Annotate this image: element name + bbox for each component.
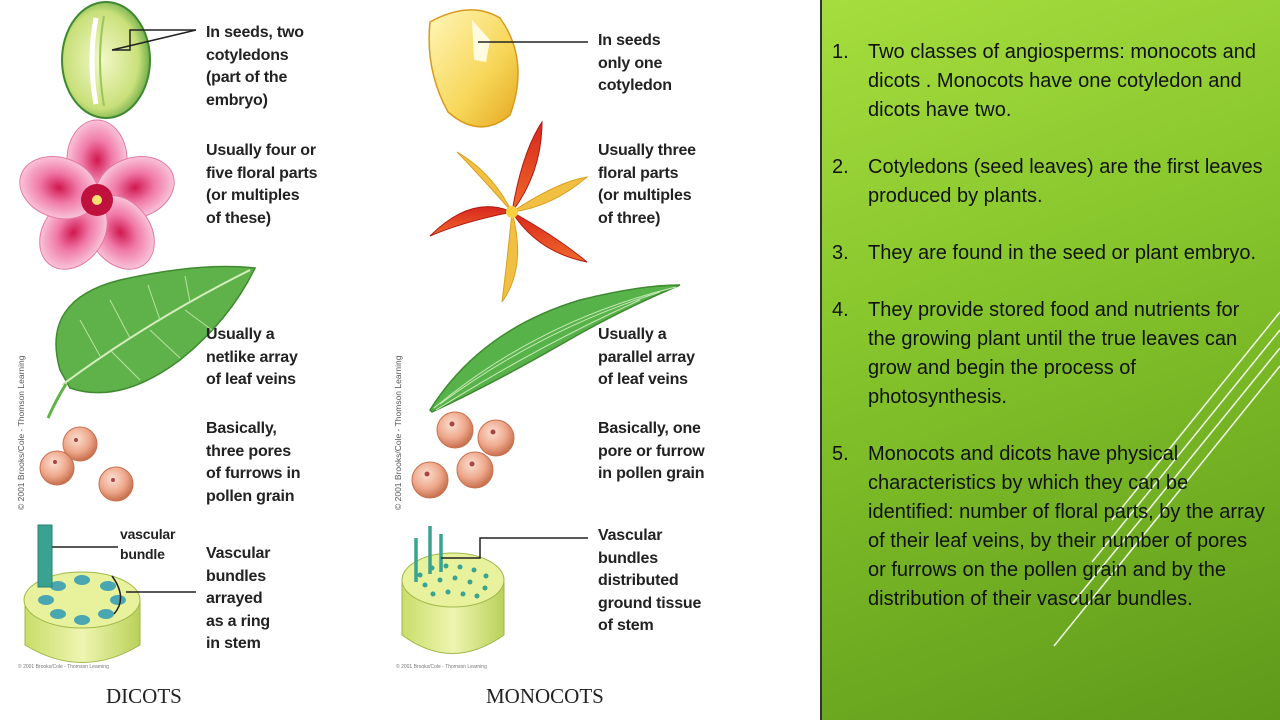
monocot-seed-illustration xyxy=(428,9,588,128)
panel-divider xyxy=(820,0,822,720)
monocot-copyright: © 2001 Brooks/Cole - Thomson Learning xyxy=(393,355,403,510)
decorative-diagonal-lines xyxy=(1053,311,1280,647)
dicot-leaf-label: Usually a netlike array of leaf veins xyxy=(206,326,298,388)
dicot-flower-illustration xyxy=(19,119,175,270)
monocots-heading: MONOCOTS xyxy=(486,684,604,708)
dicot-pollen-label: Basically, three pores of furrows in pol… xyxy=(206,420,301,505)
list-item-text: They provide stored food and nutrients f… xyxy=(868,299,1240,408)
monocot-pollen-label: Basically, one pore or furrow in pollen … xyxy=(598,420,705,482)
dicot-plate-note: © 2001 Brooks/Cole - Thomson Learning xyxy=(18,664,109,670)
monocot-leaf-label: Usually a parallel array of leaf veins xyxy=(598,326,695,388)
dicot-flower-label: Usually four or five floral parts (or mu… xyxy=(206,142,318,227)
monocot-flower-label: Usually three floral parts (or multiples… xyxy=(598,142,696,227)
list-item-number: 4. xyxy=(832,299,849,321)
list-item-number: 3. xyxy=(832,242,849,264)
dicot-leaf-illustration xyxy=(46,265,257,419)
dicot-pollen-illustration xyxy=(39,426,134,502)
monocot-stem-illustration xyxy=(401,526,588,654)
monocot-flower-illustration xyxy=(429,120,589,303)
diagram-panel: In seeds, two cotyledons (part of the em… xyxy=(16,1,705,708)
monocot-plate-note: © 2001 Brooks/Cole - Thomson Learning xyxy=(396,664,487,670)
list-item: 5. Monocots and dicots have physical char… xyxy=(832,440,1270,614)
list-item-number: 5. xyxy=(832,443,849,465)
list-item: 1. Two classes of angiosperms: monocots a… xyxy=(832,38,1270,125)
dicot-seed-label: In seeds, two cotyledons (part of the em… xyxy=(206,24,304,109)
dicots-heading: DICOTS xyxy=(106,684,182,708)
monocot-leaf-illustration xyxy=(429,284,681,413)
dicot-stem-label: Vascular bundles arrayed as a ring in st… xyxy=(206,545,271,652)
list-item-text: Monocots and dicots have physical charac… xyxy=(868,443,1265,610)
list-item-text: Cotyledons (seed leaves) are the first l… xyxy=(868,156,1263,207)
monocot-seed-label: In seeds only one cotyledon xyxy=(598,32,672,94)
list-item-number: 2. xyxy=(832,156,849,178)
list-item-number: 1. xyxy=(832,41,849,63)
list-item-text: Two classes of angiosperms: monocots and… xyxy=(868,41,1256,121)
dicot-seed-illustration xyxy=(61,1,197,119)
monocot-pollen-illustration xyxy=(411,411,515,499)
monocot-stem-label: Vascular bundles distributed ground tiss… xyxy=(598,527,702,634)
list-item: 2. Cotyledons (seed leaves) are the first… xyxy=(832,153,1270,211)
vascular-bundle-label: vascular bundle xyxy=(120,526,176,562)
dicot-copyright: © 2001 Brooks/Cole - Thomson Learning xyxy=(16,355,26,510)
diagram-illustrations xyxy=(19,1,681,663)
list-item: 4. They provide stored food and nutrients… xyxy=(832,296,1270,412)
dicot-stem-illustration xyxy=(23,524,196,663)
text-panel xyxy=(822,0,1280,720)
list-item: 3. They are found in the seed or plant em… xyxy=(832,239,1270,268)
key-points-list: 1. Two classes of angiosperms: monocots a… xyxy=(824,38,1270,642)
list-item-text: They are found in the seed or plant embr… xyxy=(868,242,1257,264)
